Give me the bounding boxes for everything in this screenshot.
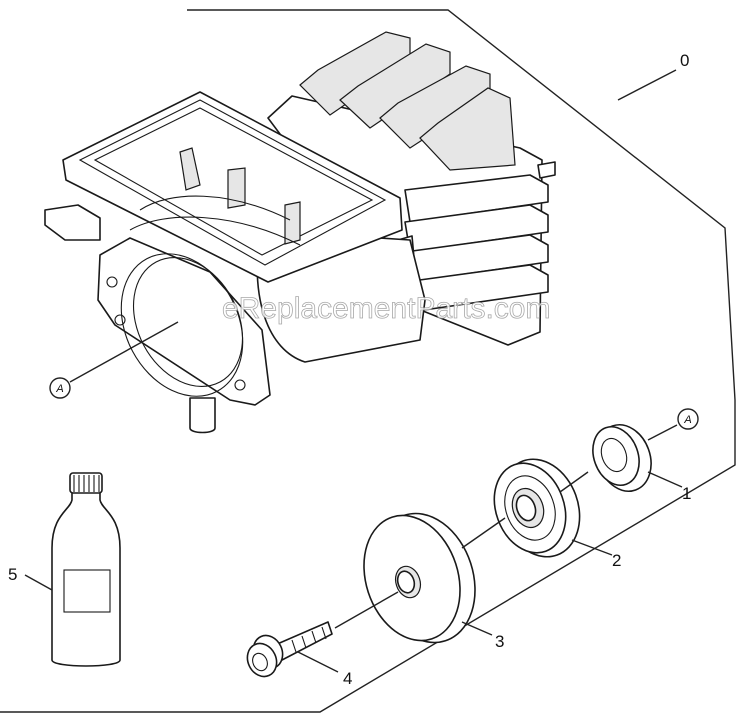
part-4-screw — [246, 621, 333, 678]
part-1-seal-ring — [592, 424, 652, 492]
callout-5: 5 — [8, 565, 17, 584]
part-3-disc — [363, 512, 476, 644]
callout-0: 0 — [680, 51, 689, 70]
callout-2: 2 — [612, 551, 621, 570]
assembly-boundary — [0, 9, 736, 713]
callout-1: 1 — [682, 484, 691, 503]
svg-text:A: A — [55, 383, 63, 395]
leader-lines — [24, 69, 683, 673]
reference-mark-left: A — [49, 377, 71, 399]
callout-3: 3 — [495, 632, 504, 651]
reference-mark-right: A — [677, 408, 699, 430]
watermark-text: eReplacementParts.com — [222, 292, 550, 325]
callout-4: 4 — [343, 669, 352, 688]
crankcase-housing — [44, 31, 556, 434]
part-5-oil-bottle — [51, 472, 121, 667]
part-2-ball-bearing — [493, 458, 581, 558]
svg-text:A: A — [683, 414, 691, 426]
